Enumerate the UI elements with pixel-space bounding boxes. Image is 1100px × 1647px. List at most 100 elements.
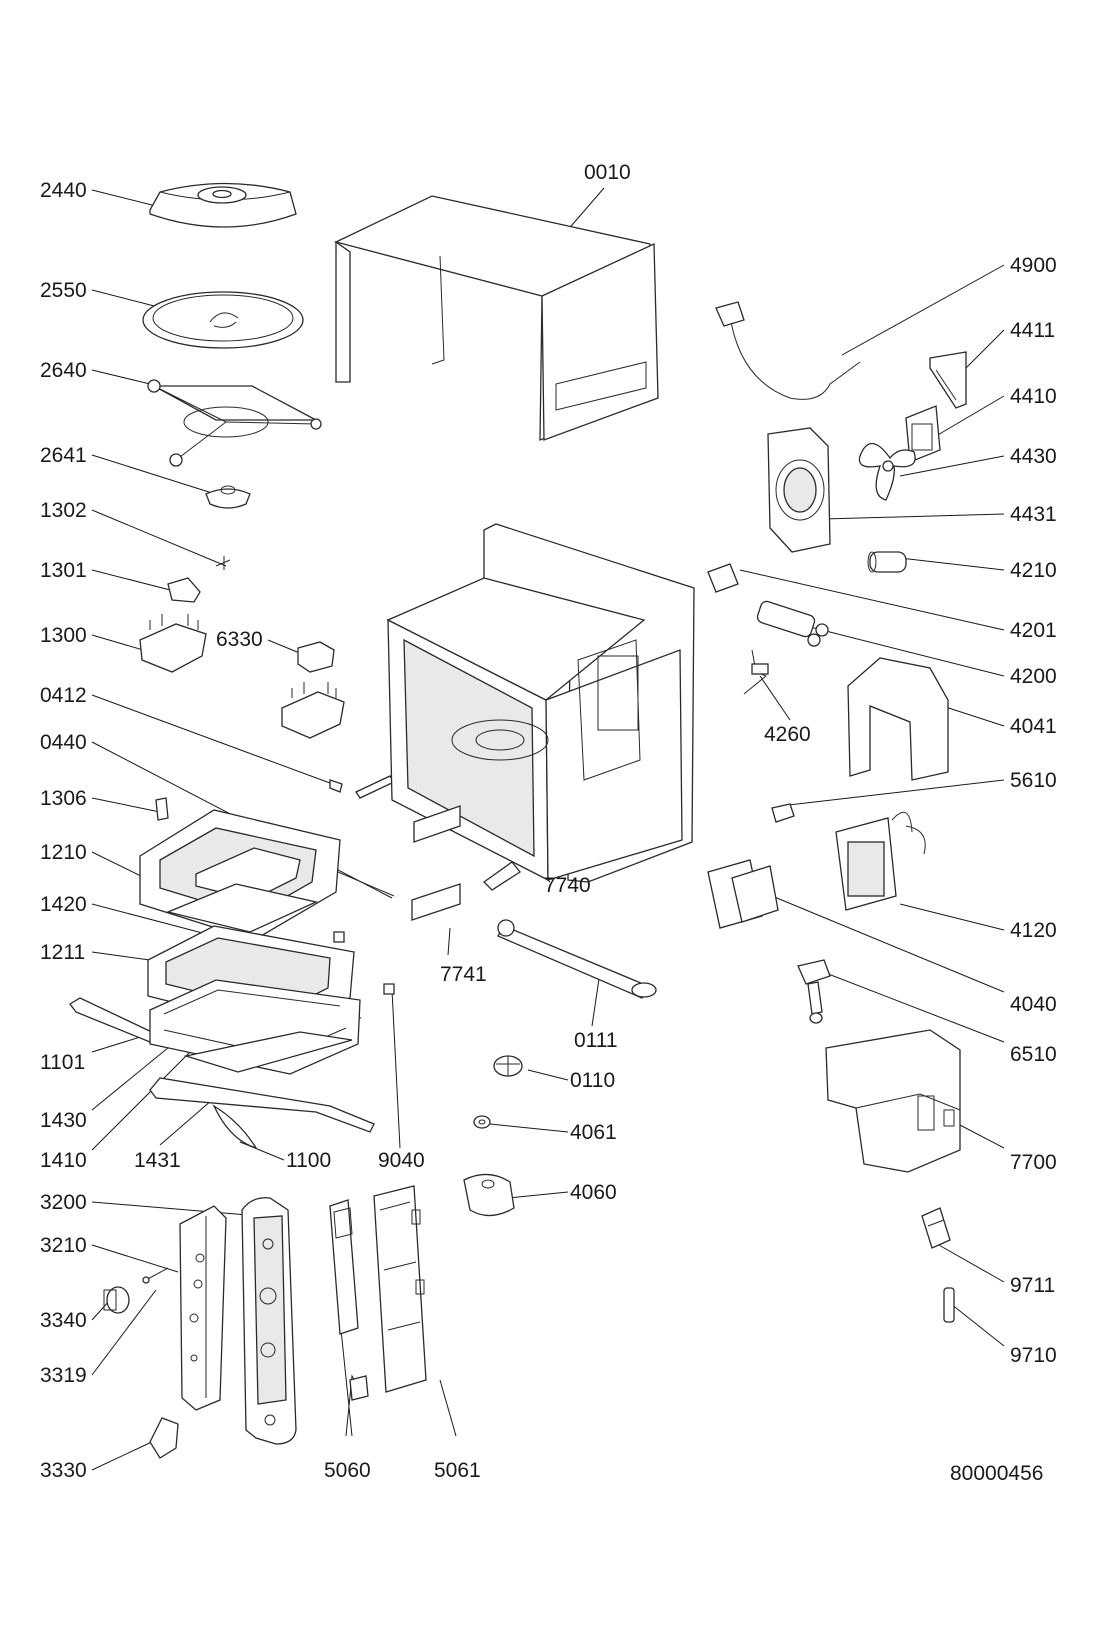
label-4060: 4060 [570, 1181, 617, 1204]
fan-motor [905, 405, 941, 463]
capacitor-bracket [707, 563, 739, 593]
control-switch [149, 1417, 179, 1459]
label-1100: 1100 [286, 1149, 331, 1172]
fan-housing [767, 427, 831, 553]
turntable-cover [149, 182, 297, 228]
outer-case [334, 195, 659, 441]
turntable-shaft [497, 919, 657, 999]
control-panel [241, 1197, 297, 1445]
timer-board [329, 1199, 369, 1401]
thermal-cutout [715, 301, 861, 400]
label-4210: 4210 [1010, 559, 1057, 582]
transformer [835, 811, 926, 911]
door-sensor [771, 803, 795, 823]
label-0412: 0412 [40, 684, 87, 707]
label-6330: 6330 [216, 628, 263, 651]
switch [297, 641, 335, 673]
label-1430: 1430 [40, 1109, 87, 1132]
turntable-coupler [205, 485, 251, 509]
fuse-holder [921, 1207, 951, 1249]
label-0110: 0110 [570, 1069, 615, 1092]
label-3330: 3330 [40, 1459, 87, 1482]
label-4061: 4061 [570, 1121, 617, 1144]
oven-cavity [386, 523, 695, 883]
label-4900: 4900 [1010, 254, 1057, 277]
base-plate [825, 1029, 961, 1173]
label-9040: 9040 [378, 1149, 425, 1172]
hv-capacitor [756, 600, 829, 647]
door-lever [167, 577, 201, 603]
door-spring [215, 556, 231, 570]
label-1300: 1300 [40, 624, 87, 647]
label-2641: 2641 [40, 444, 87, 467]
label-1410: 1410 [40, 1149, 87, 1172]
label-4200: 4200 [1010, 665, 1057, 688]
control-board [373, 1185, 427, 1393]
label-2550: 2550 [40, 279, 87, 302]
knob [103, 1286, 130, 1314]
latch-holder-lower [281, 682, 345, 739]
label-7740: 7740 [544, 874, 591, 897]
label-5610: 5610 [1010, 769, 1057, 792]
label-4431: 4431 [1010, 503, 1057, 526]
label-0111: 0111 [574, 1029, 618, 1052]
door-hook [355, 775, 395, 799]
label-9711: 9711 [1010, 1274, 1055, 1297]
door-trim-left [69, 997, 157, 1043]
label-5061: 5061 [434, 1459, 481, 1482]
label-1211: 1211 [40, 941, 85, 964]
label-1420: 1420 [40, 893, 87, 916]
label-1210: 1210 [40, 841, 87, 864]
label-5060: 5060 [324, 1459, 371, 1482]
part-labels: 2440 2550 2640 2641 1302 1301 1300 6330 … [40, 161, 1057, 1485]
label-3200: 3200 [40, 1191, 87, 1214]
label-9710: 9710 [1010, 1344, 1057, 1367]
label-4041: 4041 [1010, 715, 1057, 738]
fan-blade [858, 442, 916, 501]
label-4411: 4411 [1010, 319, 1055, 342]
label-2640: 2640 [40, 359, 87, 382]
door-handle-trim [149, 1077, 375, 1133]
magnetron [707, 859, 779, 929]
air-guide [847, 657, 949, 781]
label-1306: 1306 [40, 787, 87, 810]
door-clip [155, 797, 169, 821]
door-hook-pin [329, 779, 343, 793]
door-glass [165, 883, 319, 933]
label-1101: 1101 [40, 1051, 85, 1074]
coupler [493, 1055, 523, 1077]
fuse [943, 1287, 955, 1323]
label-1301: 1301 [40, 559, 87, 582]
waveguide-cover-upper [413, 805, 461, 843]
door-panel [183, 1031, 353, 1073]
label-4201: 4201 [1010, 619, 1057, 642]
motor-washer [473, 1115, 491, 1129]
roller-ring [147, 379, 322, 467]
label-7741: 7741 [440, 963, 487, 986]
waveguide-cover-lower [411, 883, 461, 921]
label-3210: 3210 [40, 1234, 87, 1257]
hv-diode [743, 649, 769, 695]
latch-holder [139, 614, 207, 673]
label-1431: 1431 [134, 1149, 181, 1172]
door-screw [333, 931, 395, 995]
capacitor [867, 551, 907, 573]
label-3340: 3340 [40, 1309, 87, 1332]
label-0440: 0440 [40, 731, 87, 754]
knob-shaft [142, 1267, 169, 1284]
door-bottom-cap [212, 1104, 258, 1150]
label-4430: 4430 [1010, 445, 1057, 468]
label-4410: 4410 [1010, 385, 1057, 408]
control-panel-frame [179, 1205, 227, 1411]
drawing-number: 80000456 [950, 1462, 1043, 1485]
lamp [797, 959, 831, 1024]
label-2440: 2440 [40, 179, 87, 202]
label-4040: 4040 [1010, 993, 1057, 1016]
label-3319: 3319 [40, 1364, 87, 1387]
glass-turntable [142, 291, 304, 349]
label-1302: 1302 [40, 499, 87, 522]
label-6510: 6510 [1010, 1043, 1057, 1066]
label-7700: 7700 [1010, 1151, 1057, 1174]
label-4120: 4120 [1010, 919, 1057, 942]
